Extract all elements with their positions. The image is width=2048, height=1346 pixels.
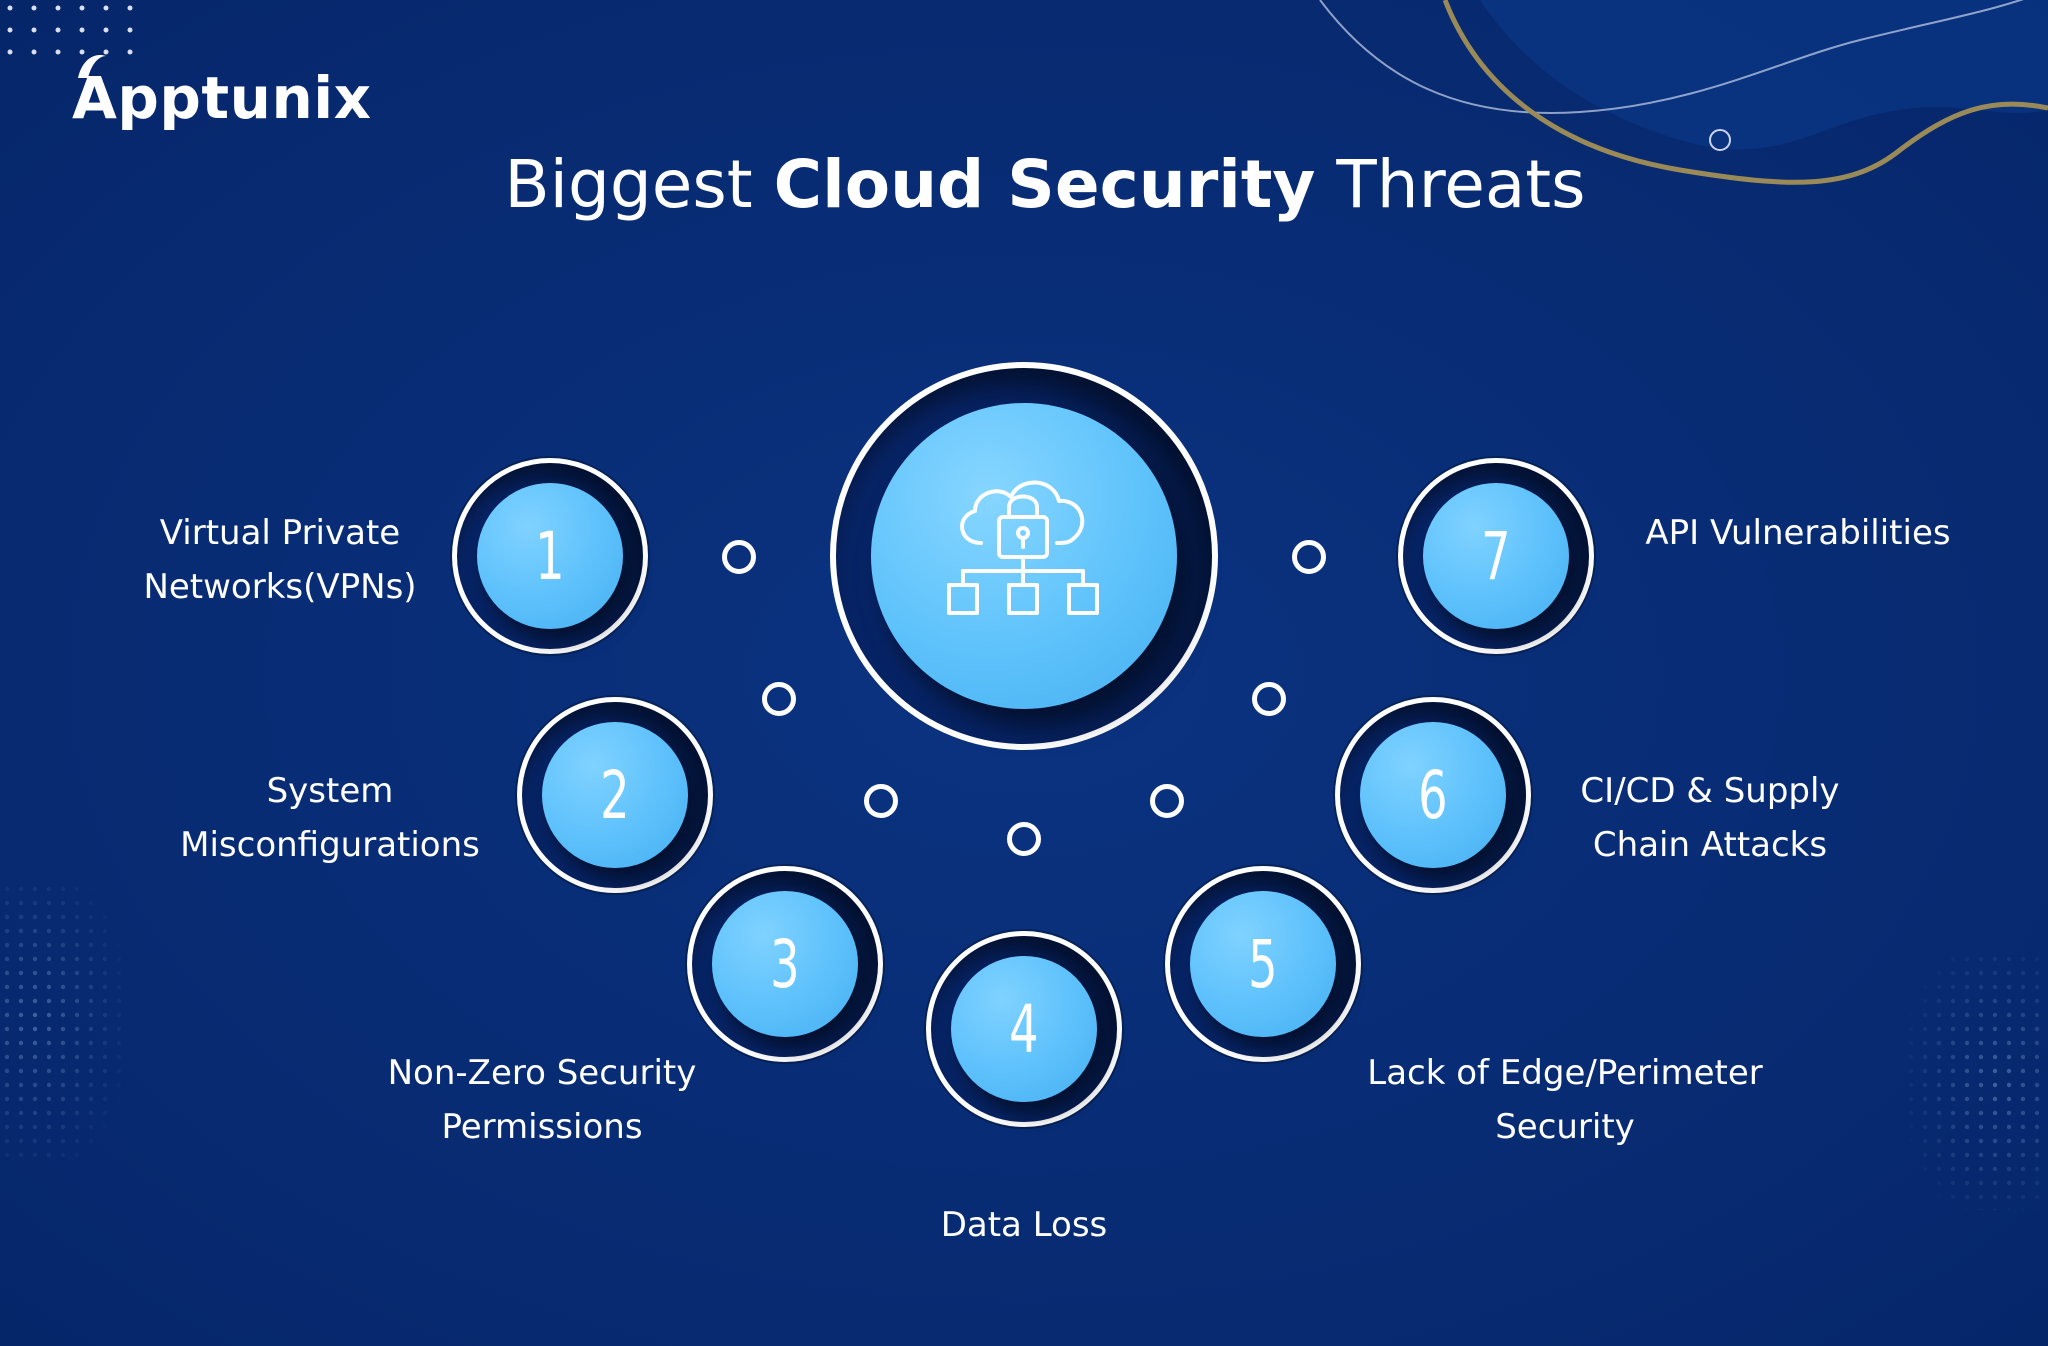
threat-node-5: 5 bbox=[1165, 866, 1361, 1062]
threat-number: 6 bbox=[1418, 756, 1448, 834]
threat-label-6: CI/CD & Supply Chain Attacks bbox=[1580, 771, 1840, 865]
threat-number: 7 bbox=[1481, 517, 1511, 595]
threat-node-3: 3 bbox=[687, 866, 883, 1062]
threat-label-1: Virtual Private Networks(VPNs) bbox=[143, 513, 417, 607]
title-emphasis: Cloud Security bbox=[773, 146, 1316, 223]
brand-logo: Apptunix bbox=[72, 54, 372, 132]
center-hub bbox=[830, 362, 1218, 750]
connector-dot bbox=[722, 540, 756, 574]
connector-dot bbox=[1150, 784, 1184, 818]
title-suffix: Threats bbox=[1336, 146, 1586, 223]
threat-node-6: 6 bbox=[1335, 697, 1531, 893]
logo-swoosh-icon bbox=[78, 54, 106, 78]
top-left-dot-grid bbox=[7, 5, 133, 55]
corner-wave-fill bbox=[1480, 0, 2048, 150]
corner-ring bbox=[1709, 129, 1731, 151]
threat-number: 1 bbox=[535, 517, 565, 595]
page-title: Biggest Cloud Security Threats bbox=[0, 146, 2048, 223]
threat-number: 3 bbox=[770, 925, 800, 1003]
threat-label-7: API Vulnerabilities bbox=[1645, 513, 1951, 553]
connector-dot bbox=[1007, 822, 1041, 856]
threat-number: 5 bbox=[1248, 925, 1278, 1003]
corner-wave-thin bbox=[1319, 0, 2024, 114]
halftone-left bbox=[0, 880, 170, 1160]
threat-node-4: 4 bbox=[926, 931, 1122, 1127]
threat-node-7: 7 bbox=[1398, 458, 1594, 654]
threat-number: 4 bbox=[1009, 990, 1039, 1068]
corner-wave-gold bbox=[1442, 0, 2048, 185]
threat-label-5: Lack of Edge/Perimeter Security bbox=[1367, 1053, 1763, 1147]
brand-name: Apptunix bbox=[72, 64, 372, 132]
connector-dot bbox=[1292, 540, 1326, 574]
threat-node-1: 1 bbox=[452, 458, 648, 654]
threat-number: 2 bbox=[600, 756, 630, 834]
threat-node-2: 2 bbox=[517, 697, 713, 893]
threat-label-3: Non-Zero Security Permissions bbox=[387, 1053, 697, 1147]
cloud-lock-network-icon bbox=[947, 480, 1099, 615]
halftone-right bbox=[1880, 950, 2048, 1210]
center-hub-fill bbox=[871, 403, 1177, 709]
threat-label-4: Data Loss bbox=[940, 1205, 1108, 1245]
threat-label-2: System Misconfigurations bbox=[180, 771, 480, 865]
connector-dot bbox=[864, 784, 898, 818]
connector-dot bbox=[1252, 682, 1286, 716]
title-prefix: Biggest bbox=[504, 146, 753, 223]
connector-dot bbox=[762, 682, 796, 716]
